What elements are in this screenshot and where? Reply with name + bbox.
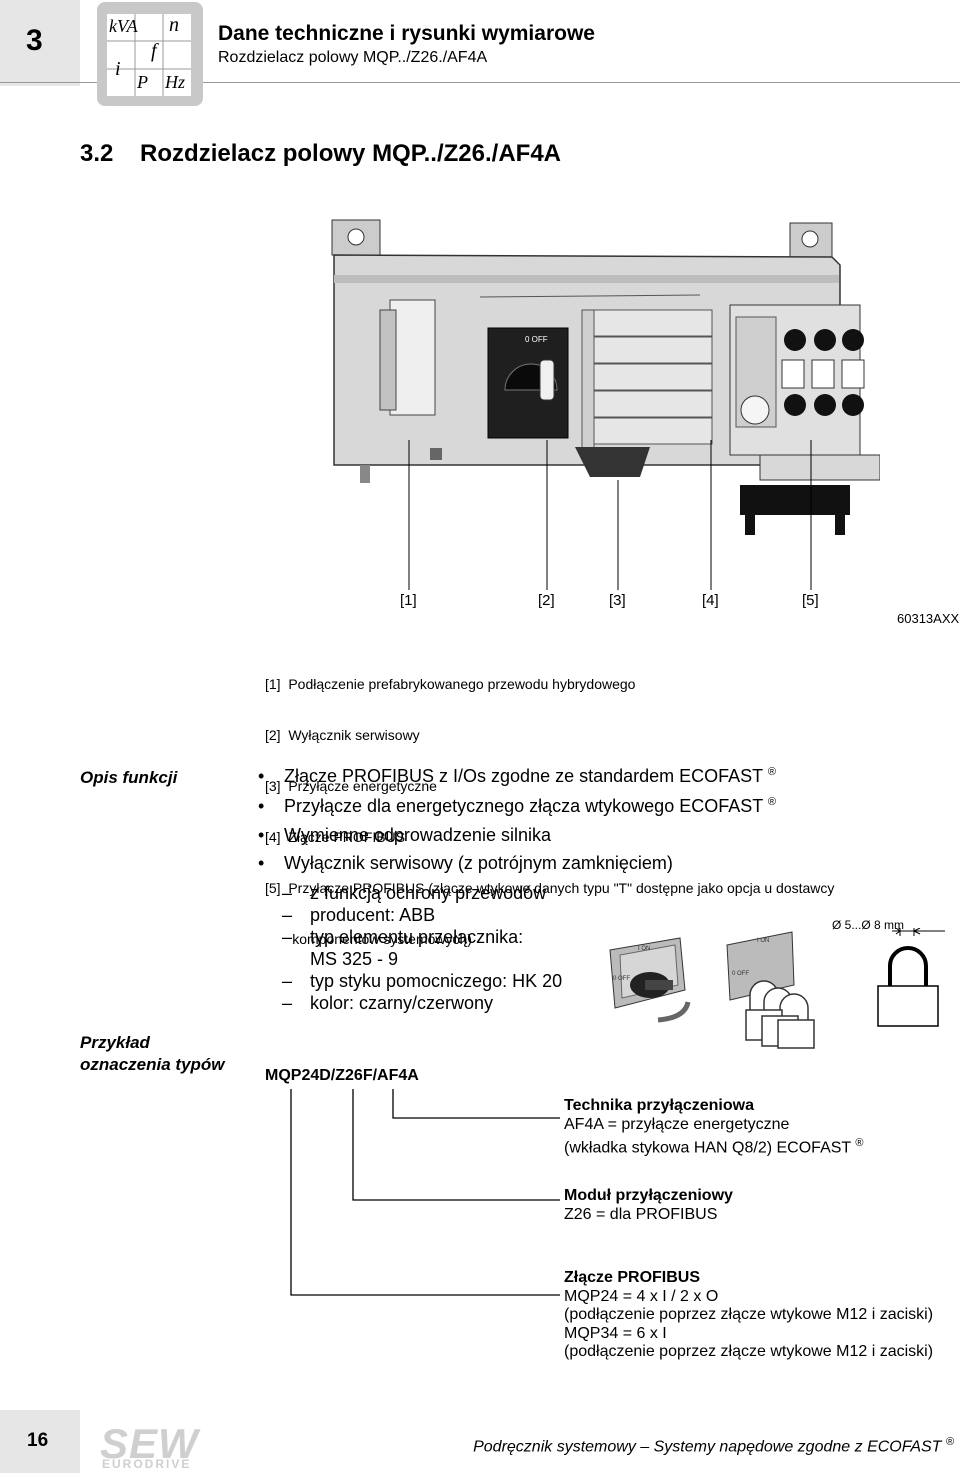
sub-item: –kolor: czarny/czerwony (282, 993, 494, 1013)
callout-4: [4] (702, 592, 719, 609)
section-title: 3.2 Rozdzielacz polowy MQP../Z26./AF4A (80, 140, 562, 167)
switch-on-label: I ON (638, 946, 650, 952)
legend-item-5: [5] Przyłącze PROFIBUS (złącze wtykowe d… (265, 880, 835, 896)
sub-item: –z funkcją ochrony przewodów (282, 883, 547, 903)
switch-padlocks-illustration: I ON 0 OFF (726, 931, 815, 1049)
technical-data-logo: kVA n f i P Hz (97, 2, 203, 106)
header-subtitle: Rozdzielacz polowy MQP../Z26./AF4A (218, 49, 488, 66)
footer-text: Podręcznik systemowy – Systemy napędowe … (473, 1436, 954, 1456)
designation-block: Technika przyłączeniowa AF4A = przyłącze… (564, 1097, 864, 1157)
bullet-item: •Wymienne odprowadzenie silnika (258, 825, 551, 845)
logo-n: n (169, 14, 179, 36)
type-code: MQP24D/Z26F/AF4A (265, 1067, 419, 1084)
type-code-brackets (290, 1089, 560, 1296)
page-number: 16 (27, 1430, 49, 1451)
sub-item: –typ styku pomocniczego: HK 20 (282, 971, 563, 991)
bullet-item: •Wyłącznik serwisowy (z potrójnym zamkni… (258, 853, 673, 873)
field-distributor-photo: 0 OFF (331, 219, 880, 535)
switch-off-label: 0 OFF (525, 335, 548, 344)
callout-leader-lines (408, 440, 812, 590)
figure-legend: [1] Podłączenie prefabrykowanego przewod… (265, 642, 834, 965)
designation-block: Złącze PROFIBUS MQP24 = 4 x I / 2 x O (p… (564, 1269, 934, 1360)
logo-p: P (137, 72, 148, 92)
padlock-icon (877, 928, 945, 1027)
chapter-number: 3 (26, 24, 43, 57)
function-label: Opis funkcji (80, 768, 178, 787)
switch-off-label-2: 0 OFF (732, 971, 749, 977)
switch-rotation-illustration: I ON 0 OFF (609, 937, 691, 1023)
padlock-dimension: Ø 5...Ø 8 mm (832, 918, 905, 932)
callout-1: [1] (400, 592, 417, 609)
logo-i: i (115, 58, 121, 80)
sew-logo: SEW (100, 1420, 199, 1467)
legend-item-4: [4] Złącze PROFIBUS (265, 829, 406, 845)
designation-block: Moduł przyłączeniowy Z26 = dla PROFIBUS (564, 1187, 733, 1223)
footer-tab (0, 1410, 80, 1473)
legend-item-2: [2] Wyłącznik serwisowy (265, 727, 420, 743)
header-rule (0, 82, 960, 83)
sub-item: –typ elementu przełącznika: (282, 927, 524, 947)
logo-f: f (151, 40, 157, 62)
eurodrive-logo-text: EURODRIVE (102, 1457, 192, 1471)
legend-item-5-cont: komponentów systemowych) (265, 931, 472, 947)
bullet-item: •Przyłącze dla energetycznego złącza wty… (258, 796, 777, 816)
switch-on-label-2: I ON (757, 938, 769, 944)
legend-item-3: [3] Przyłącze energetyczne (265, 778, 437, 794)
bullet-item: •Złącze PROFIBUS z I/Os zgodne ze standa… (258, 766, 776, 786)
logo-kva: kVA (109, 16, 138, 36)
figure-id: 60313AXX (897, 611, 960, 626)
switch-off-label: 0 OFF (613, 976, 630, 982)
legend-item-1: [1] Podłączenie prefabrykowanego przewod… (265, 676, 636, 692)
header-title: Dane techniczne i rysunki wymiarowe (218, 22, 595, 45)
callout-5: [5] (802, 592, 819, 609)
callout-2: [2] (538, 592, 555, 609)
type-example-label-1: Przykład (80, 1033, 150, 1052)
logo-hz: Hz (165, 72, 186, 92)
type-example-label-2: oznaczenia typów (80, 1055, 225, 1074)
logo-grid-lines (107, 14, 191, 96)
sub-item: –producent: ABB (282, 905, 436, 925)
callout-3: [3] (609, 592, 626, 609)
chapter-tab (0, 0, 80, 86)
sub-item-continuation: MS 325 - 9 (310, 949, 399, 969)
